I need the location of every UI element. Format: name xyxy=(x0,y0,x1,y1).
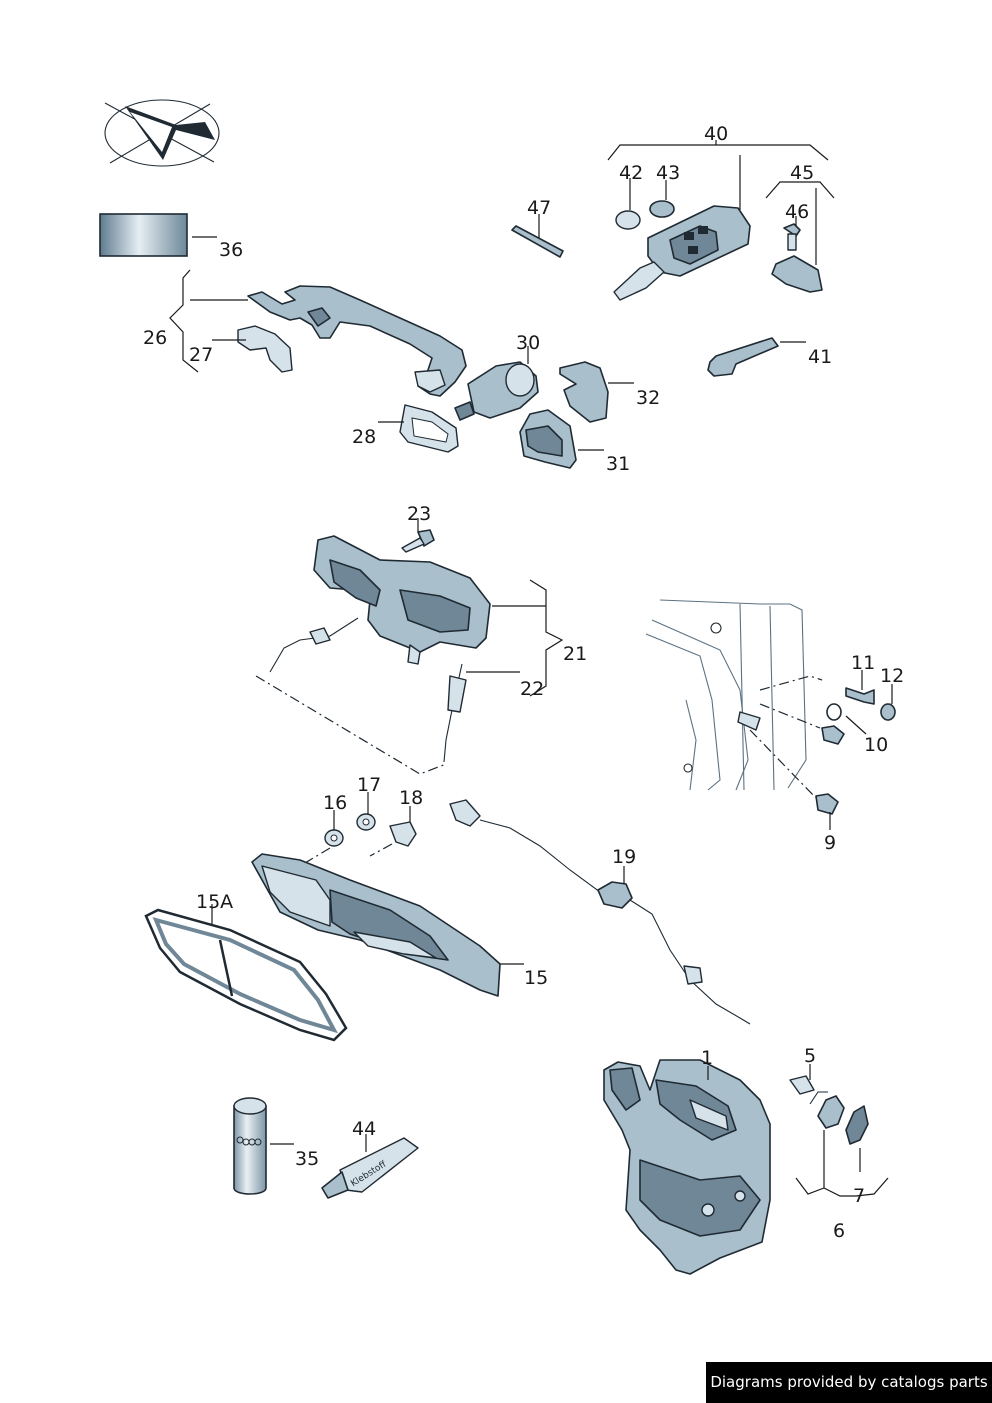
callout-11: 11 xyxy=(851,652,875,674)
part-18-clip: 18 xyxy=(299,787,423,867)
part-17-washer: 17 xyxy=(356,774,381,831)
footer-credit: Diagrams provided by catalogs parts xyxy=(706,1362,992,1403)
callout-15: 15 xyxy=(524,967,548,989)
part-23-screw: 23 xyxy=(401,503,435,553)
callout-43: 43 xyxy=(656,162,680,184)
part-5-screw: 5 xyxy=(789,1045,816,1095)
part-31-bezel: 31 xyxy=(519,409,630,475)
callout-32: 32 xyxy=(636,387,660,409)
callout-27: 27 xyxy=(189,344,213,366)
part-26-exterior-handle: 26 xyxy=(143,269,467,397)
callout-40: 40 xyxy=(704,123,728,145)
part-15-interior-handle: 15 xyxy=(251,853,548,997)
part-30-lock-cylinder: 30 xyxy=(454,332,540,421)
part-46-screw: 46 xyxy=(783,201,809,251)
callout-45: 45 xyxy=(790,162,814,184)
callout-35: 35 xyxy=(295,1148,319,1170)
callout-16: 16 xyxy=(323,792,347,814)
callout-23: 23 xyxy=(407,503,431,525)
callout-42: 42 xyxy=(619,162,643,184)
part-15a-handle-gasket: 15A xyxy=(144,891,348,1042)
callout-30: 30 xyxy=(516,332,540,354)
callout-47: 47 xyxy=(527,197,551,219)
part-45-key-insert: 45 xyxy=(765,162,835,293)
door-frame-detail xyxy=(645,599,807,791)
callout-41: 41 xyxy=(808,346,832,368)
part-43-battery: 43 xyxy=(649,162,680,218)
callout-10: 10 xyxy=(864,734,888,756)
part-32-cap: 32 xyxy=(559,361,660,423)
callout-12: 12 xyxy=(880,665,904,687)
part-1-door-lock: 1 xyxy=(603,1047,771,1275)
part-27-handle-gasket: 27 xyxy=(189,325,293,373)
callout-17: 17 xyxy=(357,774,381,796)
part-36-card: 36 xyxy=(99,213,243,261)
part-11-bolt: 11 xyxy=(759,652,875,705)
callout-22: 22 xyxy=(520,678,544,700)
part-44-adhesive-tube: Klebstoff 44 xyxy=(321,1118,419,1199)
part-41-emergency-key: 41 xyxy=(707,337,832,377)
part-28-gasket: 28 xyxy=(352,404,459,453)
callout-31: 31 xyxy=(606,453,630,475)
callout-19: 19 xyxy=(612,846,636,868)
callout-1: 1 xyxy=(701,1047,713,1069)
part-7-cover-plate: 7 xyxy=(795,1105,889,1207)
part-47-pin: 47 xyxy=(511,197,564,258)
callout-36: 36 xyxy=(219,239,243,261)
callout-9: 9 xyxy=(824,832,836,854)
part-12-cap: 12 xyxy=(880,665,904,721)
callout-5: 5 xyxy=(804,1045,816,1067)
callout-28: 28 xyxy=(352,426,376,448)
callout-44: 44 xyxy=(352,1118,376,1140)
part-16-washer: 16 xyxy=(323,792,347,847)
part-19-bowden-cable: 19 xyxy=(449,799,751,1025)
callout-46: 46 xyxy=(785,201,809,223)
part-21-handle-carrier: 21 xyxy=(269,535,587,697)
callout-6: 6 xyxy=(833,1220,845,1242)
callout-26: 26 xyxy=(143,327,167,349)
part-42-battery: 42 xyxy=(615,162,643,230)
callout-15a: 15A xyxy=(196,891,233,913)
callout-18: 18 xyxy=(399,787,423,809)
part-10-washer-screw: 10 xyxy=(759,703,888,756)
part-9-striker-screw: 9 xyxy=(749,729,839,854)
callout-21: 21 xyxy=(563,643,587,665)
part-22-cable: 22 xyxy=(255,663,544,775)
part-6-cover-plate: 6 xyxy=(809,1091,845,1242)
orientation-logo-icon xyxy=(104,99,220,167)
part-40-remote-key: 40 xyxy=(607,123,829,301)
part-35-spray-can: 35 xyxy=(233,1097,319,1195)
